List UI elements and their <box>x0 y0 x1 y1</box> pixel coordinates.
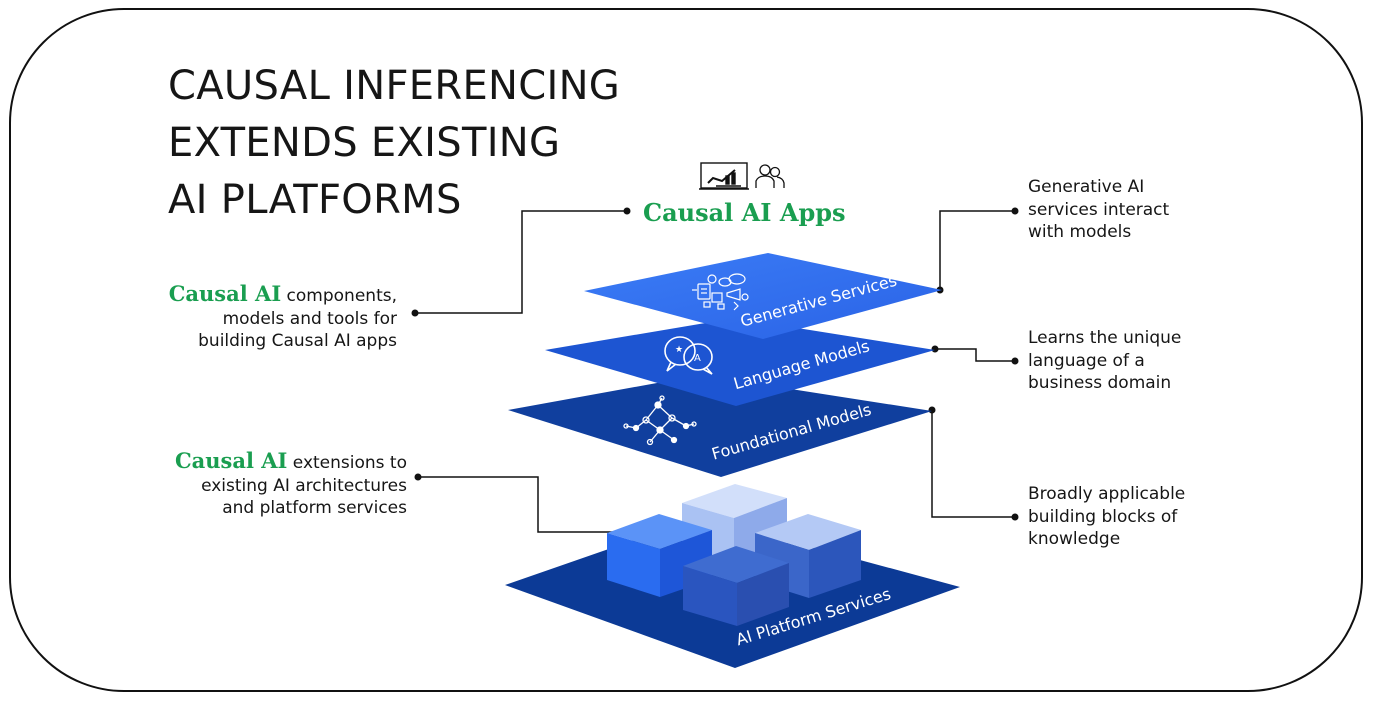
connector-dot <box>931 345 939 353</box>
note-components-line-2: models and tools for <box>222 308 397 329</box>
title-line-1: CAUSAL INFERENCING <box>168 63 621 109</box>
note-foundational-line-2: building blocks of <box>1028 506 1178 527</box>
note-generative-line-1: Generative AI <box>1028 177 1145 197</box>
connector-dot <box>1011 207 1019 215</box>
layer-generative-plate <box>584 253 942 339</box>
connector-components <box>415 210 627 314</box>
layer-foundational-plate <box>508 375 932 477</box>
connector-lines <box>415 210 1015 533</box>
note-generative-line-2: services interact <box>1028 199 1170 220</box>
page-title: CAUSAL INFERENCING EXTENDS EXISTING AI P… <box>168 58 620 229</box>
note-language: Learns the unique language of a business… <box>1028 327 1181 395</box>
note-language-line-1: Learns the unique <box>1028 328 1182 348</box>
note-foundational-line-3: knowledge <box>1028 529 1121 549</box>
connector-dot <box>414 473 422 481</box>
diagram-frame <box>9 8 1363 692</box>
note-language-line-2: language of a <box>1028 350 1145 371</box>
svg-text:★: ★ <box>675 345 683 355</box>
note-components-line-3: building Causal AI apps <box>198 331 397 351</box>
connector-dot <box>1011 513 1019 521</box>
note-extensions-line-3: and platform services <box>222 498 407 518</box>
note-extensions-line-1: Causal AI extensions to <box>174 448 407 475</box>
chat-bubbles-icon: ★ A <box>664 336 713 375</box>
note-foundational-line-1: Broadly applicable <box>1028 484 1186 504</box>
connector-dot <box>928 406 936 414</box>
presentation-chart-icon <box>699 162 749 190</box>
causal-ai-apps-label: Causal AI Apps <box>643 198 846 227</box>
note-components-line-1-rest: components, <box>281 286 397 306</box>
connector-dot <box>411 309 419 317</box>
title-line-2: EXTENDS EXISTING <box>168 120 561 166</box>
connector-dot <box>623 207 631 215</box>
people-icon <box>755 164 785 188</box>
note-extensions-line-2: existing AI architectures <box>201 475 407 496</box>
connector-generative <box>939 210 1015 290</box>
layer-language-plate <box>545 318 935 406</box>
cube-front <box>683 546 789 626</box>
note-components-line-1: Causal AI components, <box>168 281 397 308</box>
note-extensions: Causal AI extensions to existing AI arch… <box>174 448 407 520</box>
services-cluster-icon <box>692 273 749 311</box>
connector-language <box>935 348 1015 362</box>
note-generative: Generative AI services interact with mod… <box>1028 176 1169 244</box>
note-generative-line-3: with models <box>1028 222 1132 242</box>
note-extensions-highlight: Causal AI <box>174 448 288 473</box>
connector-foundational <box>931 410 1015 518</box>
connector-extensions <box>418 476 628 533</box>
note-foundational: Broadly applicable building blocks of kn… <box>1028 483 1185 551</box>
note-components: Causal AI components, models and tools f… <box>168 281 397 353</box>
network-graph-icon <box>623 395 697 446</box>
note-components-highlight: Causal AI <box>168 281 282 306</box>
svg-text:A: A <box>694 353 701 364</box>
note-extensions-line-1-rest: extensions to <box>287 453 407 473</box>
title-line-3: AI PLATFORMS <box>168 177 462 223</box>
note-language-line-3: business domain <box>1028 373 1172 393</box>
connector-dot <box>1011 357 1019 365</box>
